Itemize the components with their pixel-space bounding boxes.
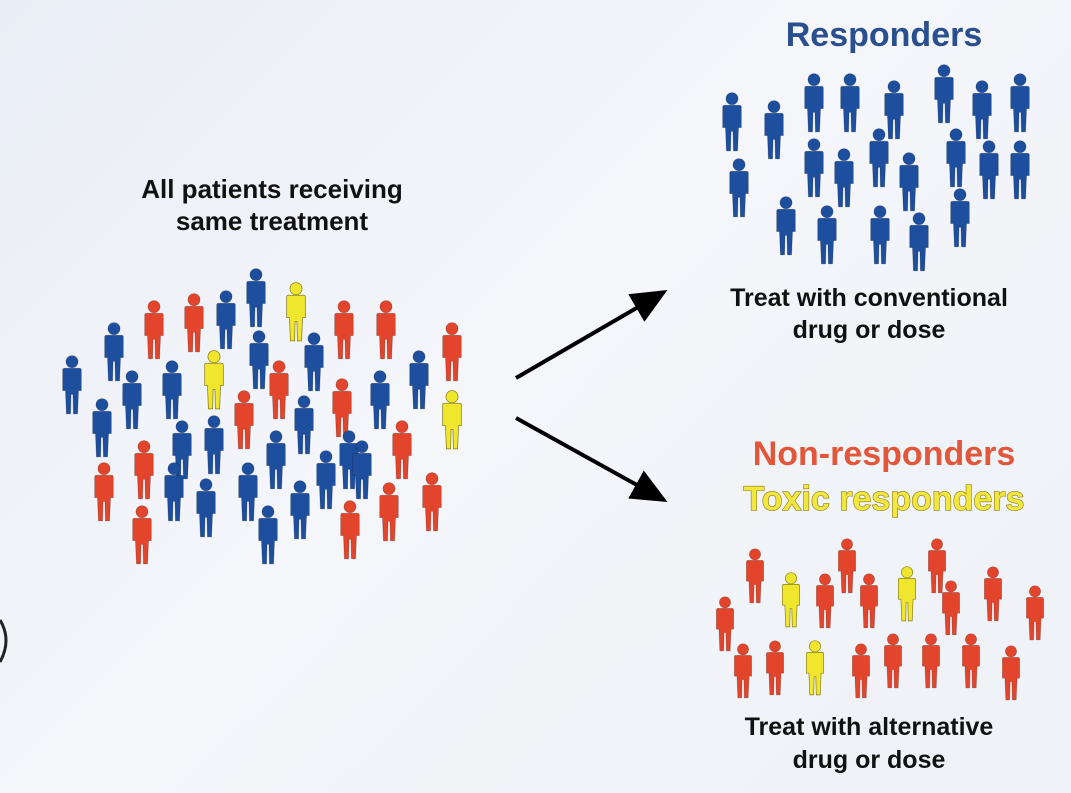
person-icon	[104, 322, 124, 382]
person-icon	[379, 482, 399, 542]
person-icon	[392, 420, 412, 480]
person-icon	[196, 478, 216, 538]
person-icon	[290, 480, 310, 540]
arrow-icon	[514, 289, 668, 380]
person-icon	[934, 64, 954, 124]
person-icon	[1025, 585, 1045, 641]
non-responders-crowd	[715, 538, 1045, 701]
person-icon	[837, 538, 857, 594]
person-icon	[884, 80, 904, 140]
person-icon	[817, 205, 837, 265]
person-icon	[909, 212, 929, 272]
person-icon	[927, 538, 947, 594]
person-icon	[1010, 73, 1030, 133]
person-icon	[316, 450, 336, 510]
person-icon	[409, 350, 429, 410]
person-icon	[805, 640, 825, 696]
arrow-icon	[515, 416, 668, 502]
person-icon	[941, 580, 961, 636]
person-icon	[122, 370, 142, 430]
person-icon	[442, 322, 462, 382]
person-icon	[722, 92, 742, 152]
person-icon	[950, 188, 970, 248]
person-icon	[883, 633, 903, 689]
person-icon	[294, 395, 314, 455]
person-icon	[815, 573, 835, 629]
person-icon	[286, 282, 306, 342]
person-icon	[334, 300, 354, 360]
person-icon	[92, 398, 112, 458]
person-icon	[246, 268, 266, 328]
non-responders-caption-line1: Treat with alternative	[745, 713, 994, 741]
person-icon	[729, 158, 749, 218]
person-icon	[132, 505, 152, 565]
person-icon	[422, 472, 442, 532]
person-icon	[715, 596, 735, 652]
non-responders-caption-line2: drug or dose	[793, 746, 946, 774]
person-icon	[869, 128, 889, 188]
person-icon	[340, 500, 360, 560]
edge-fragment	[0, 619, 8, 663]
person-icon	[370, 370, 390, 430]
person-icon	[921, 633, 941, 689]
person-icon	[1001, 645, 1021, 701]
person-icon	[733, 643, 753, 699]
person-icon	[442, 390, 462, 450]
person-icon	[851, 643, 871, 699]
person-icon	[269, 360, 289, 420]
person-icon	[1010, 140, 1030, 200]
person-icon	[840, 73, 860, 133]
responders-crowd	[722, 64, 1030, 272]
person-icon	[134, 440, 154, 500]
responders-caption-line2: drug or dose	[793, 316, 946, 344]
person-icon	[899, 152, 919, 212]
person-icon	[234, 390, 254, 450]
person-icon	[781, 572, 801, 628]
person-icon	[834, 148, 854, 208]
person-icon	[266, 430, 286, 490]
toxic-responders-title: Toxic responders	[744, 480, 1025, 518]
person-icon	[258, 505, 278, 565]
person-icon	[304, 332, 324, 392]
non-responders-title: Non-responders	[753, 435, 1016, 473]
person-icon	[94, 462, 114, 522]
person-icon	[184, 293, 204, 353]
responders-title: Responders	[786, 16, 983, 54]
left-group-title-line2: same treatment	[176, 206, 369, 236]
person-icon	[764, 100, 784, 160]
person-icon	[870, 205, 890, 265]
person-icon	[776, 196, 796, 256]
person-icon	[238, 462, 258, 522]
person-icon	[946, 128, 966, 188]
person-icon	[979, 140, 999, 200]
person-icon	[983, 566, 1003, 622]
person-icon	[144, 300, 164, 360]
person-icon	[204, 350, 224, 410]
responders-caption-line1: Treat with conventional	[730, 284, 1008, 312]
person-icon	[216, 290, 236, 350]
person-icon	[332, 378, 352, 438]
person-icon	[859, 573, 879, 629]
person-icon	[62, 355, 82, 415]
person-icon	[897, 566, 917, 622]
person-icon	[972, 80, 992, 140]
person-icon	[204, 415, 224, 475]
person-icon	[804, 73, 824, 133]
all-patients-crowd	[62, 268, 462, 565]
person-icon	[249, 330, 269, 390]
person-icon	[804, 138, 824, 198]
person-icon	[765, 640, 785, 696]
person-icon	[745, 548, 765, 604]
person-icon	[961, 633, 981, 689]
person-icon	[162, 360, 182, 420]
person-icon	[376, 300, 396, 360]
left-group-title-line1: All patients receiving	[141, 174, 403, 204]
